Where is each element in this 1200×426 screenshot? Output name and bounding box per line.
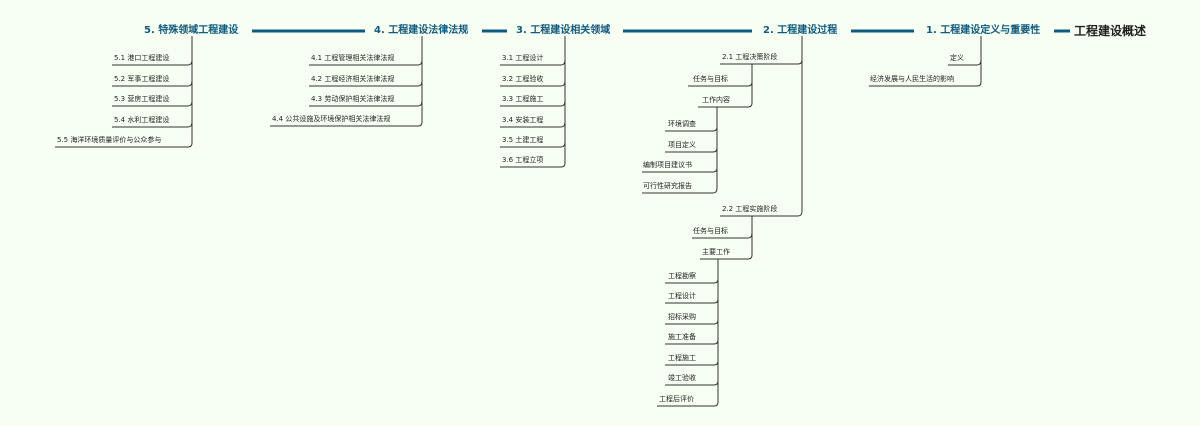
- node-env-survey[interactable]: 环境调查: [668, 120, 696, 128]
- node-bidding[interactable]: 招标采购: [668, 313, 696, 321]
- node-3-2[interactable]: 3.2 工程验收: [502, 75, 544, 83]
- node-5-4[interactable]: 5.4 水利工程建设: [114, 116, 170, 124]
- node-3-1[interactable]: 3.1 工程设计: [502, 54, 544, 62]
- node-4-3[interactable]: 4.3 劳动保护相关法律法规: [311, 95, 395, 103]
- node-2-1-decision-phase[interactable]: 2.1 工程决策阶段: [722, 53, 778, 61]
- node-post-evaluation[interactable]: 工程后评价: [659, 395, 694, 403]
- node-economic-impact[interactable]: 经济发展与人民生活的影响: [870, 75, 954, 83]
- node-2-2-tasks-goals[interactable]: 任务与目标: [693, 227, 728, 235]
- node-5-1[interactable]: 5.1 港口工程建设: [114, 54, 170, 62]
- node-construction[interactable]: 工程施工: [668, 354, 696, 362]
- node-survey[interactable]: 工程勘察: [668, 272, 696, 280]
- node-construction-prep[interactable]: 施工准备: [668, 333, 696, 341]
- node-4-4[interactable]: 4.4 公共设施及环境保护相关法律法规: [272, 115, 391, 123]
- node-5-3[interactable]: 5.3 营房工程建设: [114, 95, 170, 103]
- node-4-2[interactable]: 4.2 工程经济相关法律法规: [311, 75, 395, 83]
- root-topic[interactable]: 工程建设概述: [1074, 24, 1147, 38]
- node-project-proposal[interactable]: 编制项目建议书: [643, 161, 692, 169]
- node-2-2-main-work[interactable]: 主要工作: [702, 248, 730, 256]
- node-3-3[interactable]: 3.3 工程施工: [502, 95, 544, 103]
- node-definition[interactable]: 定义: [950, 54, 964, 62]
- node-3-4[interactable]: 3.4 安装工程: [502, 116, 544, 124]
- node-4-1[interactable]: 4.1 工程管理相关法律法规: [311, 54, 395, 62]
- node-5-2[interactable]: 5.2 军事工程建设: [114, 75, 170, 83]
- node-project-definition[interactable]: 项目定义: [668, 141, 696, 149]
- branch-4-laws[interactable]: 4. 工程建设法律法规: [374, 25, 469, 36]
- node-2-1-tasks-goals[interactable]: 任务与目标: [693, 75, 728, 83]
- node-feasibility-report[interactable]: 可行性研究报告: [643, 182, 692, 190]
- node-3-5[interactable]: 3.5 土建工程: [502, 136, 544, 144]
- node-2-2-implementation-phase[interactable]: 2.2 工程实施阶段: [722, 205, 778, 213]
- branch-2-process[interactable]: 2. 工程建设过程: [763, 25, 838, 36]
- node-completion-acceptance[interactable]: 竣工验收: [668, 374, 696, 382]
- node-3-6[interactable]: 3.6 工程立项: [502, 156, 544, 164]
- node-2-1-work-content[interactable]: 工作内容: [702, 96, 730, 104]
- branch-5-special[interactable]: 5. 特殊领域工程建设: [144, 25, 239, 36]
- branch-3-fields[interactable]: 3. 工程建设相关领域: [516, 25, 611, 36]
- node-design[interactable]: 工程设计: [668, 292, 696, 300]
- branch-1-definition[interactable]: 1. 工程建设定义与重要性: [926, 25, 1041, 36]
- node-5-5[interactable]: 5.5 海洋环境质量评价与公众参与: [57, 136, 162, 144]
